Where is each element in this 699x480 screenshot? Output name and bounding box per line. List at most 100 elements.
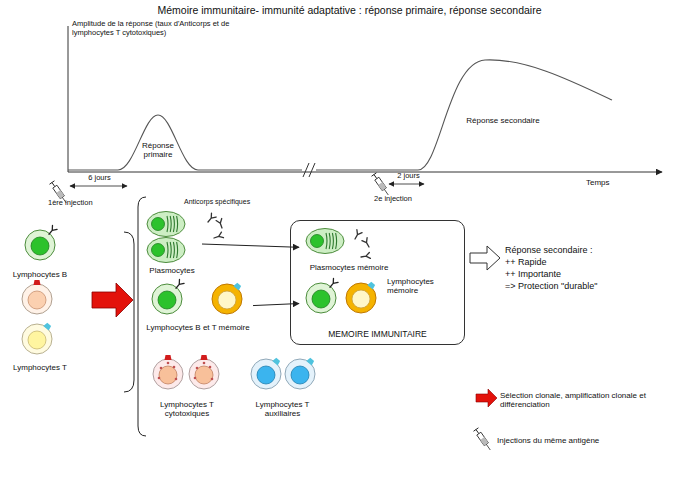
cell-nucleus [218, 291, 236, 309]
cell-body [189, 359, 219, 389]
text-label: 2 jours [386, 172, 431, 181]
text-label: 1ère injection [48, 199, 128, 208]
text-label: ++ Importante [505, 269, 685, 279]
cell-nucleus [28, 331, 46, 349]
cell-nucleus [28, 291, 46, 309]
text-label: 6 jours [72, 174, 127, 183]
cell-body [25, 230, 55, 260]
antibody-shape [362, 238, 372, 249]
diagram-title: Mémoire immunitaire- immunité adaptative… [0, 4, 699, 16]
cell-nucleus [291, 366, 309, 384]
antibody-shape [174, 279, 184, 290]
node-label: MEMOIRE IMMUNITAIRE [291, 329, 464, 339]
reticulum-stripe [177, 216, 178, 232]
cell-group: Plasmocytes [142, 210, 202, 276]
cell-nucleus [159, 366, 177, 384]
reticulum-stripe [329, 233, 330, 249]
antibody-shape [360, 252, 370, 259]
node-label: Lymphocytes T auxiliaires [240, 401, 325, 419]
granule-dot [211, 378, 214, 381]
granule-dot [167, 362, 170, 365]
cell-body [22, 284, 52, 314]
group-bracket [124, 232, 134, 392]
antibody-shape [206, 213, 216, 224]
legend-syringe-sample [474, 428, 493, 452]
reticulum-stripe [173, 216, 174, 232]
plasmocyte-body [147, 238, 185, 263]
cell-nucleus [152, 244, 165, 257]
cell-receptor [201, 355, 208, 360]
granule-dot [194, 377, 197, 380]
antibody-shape [213, 232, 224, 241]
cell-receptor [43, 322, 52, 330]
antibody-shape [216, 219, 225, 230]
duration-arrow [70, 186, 127, 187]
cell-group: Lymphocytes T [5, 283, 75, 373]
text-label: Réponse secondaire [448, 116, 558, 125]
node-label: Plasmocytes [132, 267, 212, 276]
selection-arrow [92, 283, 133, 317]
cell-illustration [142, 210, 202, 276]
node-label: Lymphocytes T cytotoxiques [142, 401, 232, 419]
reticulum-stripe [170, 242, 171, 258]
cell-nucleus [31, 237, 49, 255]
reticulum-stripe [167, 242, 168, 258]
reticulum-stripe [173, 242, 174, 258]
hollow-arrow [470, 246, 500, 270]
reticulum-stripe [326, 233, 327, 249]
cell-receptor [233, 282, 242, 290]
primary-response-curve [68, 115, 302, 170]
cell-body [306, 283, 336, 313]
cell-group: Lymphocytes B et T mémoire [143, 283, 253, 333]
cell-nucleus [152, 218, 165, 231]
antibody-shape [47, 225, 57, 236]
cell-receptor [165, 355, 172, 360]
cell-group: Plasmocytes mémoire [299, 225, 399, 273]
reticulum-stripe [332, 233, 333, 249]
cell-nucleus [312, 290, 330, 308]
cell-receptor [367, 281, 376, 289]
text-label: Réponse secondaire : [505, 245, 685, 255]
x-axis [68, 172, 662, 173]
text-label: Temps [586, 178, 636, 187]
antibody-shape [352, 230, 362, 241]
plasmocyte-body [306, 229, 344, 254]
connector-arrow [202, 244, 299, 247]
cell-receptor [272, 357, 281, 365]
cell-group: Lymphocytes T cytotoxiques [142, 357, 232, 419]
cell-illustration [5, 283, 75, 373]
granule-dot [158, 377, 161, 380]
syringe-icon [372, 173, 391, 197]
granule-dot [209, 366, 212, 369]
granule-dot [160, 367, 163, 370]
node-label: Lymphocytes B et T mémoire [133, 324, 263, 333]
reticulum-stripe [336, 233, 337, 249]
node-label: Lymphocytes mémoire [387, 278, 457, 296]
reticulum-stripe [177, 242, 178, 258]
cell-body [153, 359, 183, 389]
cell-group: Lymphocytes T auxiliaires [240, 357, 325, 419]
legend-text: Injections du même antigène [497, 436, 677, 445]
cell-group: Lymphocytes mémoire [299, 276, 459, 324]
text-label: Amplitude de la réponse (taux d'Anticorp… [72, 20, 272, 37]
granule-dot [175, 378, 178, 381]
node-label: Lymphocytes B [0, 271, 85, 280]
granule-dot [173, 366, 176, 369]
cell-nucleus [195, 366, 213, 384]
cell-group: Lymphocytes B [5, 228, 75, 280]
axis-break [303, 163, 309, 177]
cell-receptor [34, 280, 41, 285]
legend-arrow-sample [476, 389, 497, 407]
granule-dot [196, 367, 199, 370]
cell-nucleus [158, 291, 176, 309]
y-axis [68, 26, 69, 172]
group-bracket [138, 197, 146, 436]
legend-text: Sélection clonale, amplification clonale… [500, 391, 665, 409]
reticulum-stripe [170, 216, 171, 232]
text-label: => Protection "durable" [505, 281, 685, 291]
text-label: ++ Rapide [505, 257, 685, 267]
granule-dot [203, 362, 206, 365]
cell-nucleus [311, 235, 324, 248]
axis-break [309, 163, 315, 177]
